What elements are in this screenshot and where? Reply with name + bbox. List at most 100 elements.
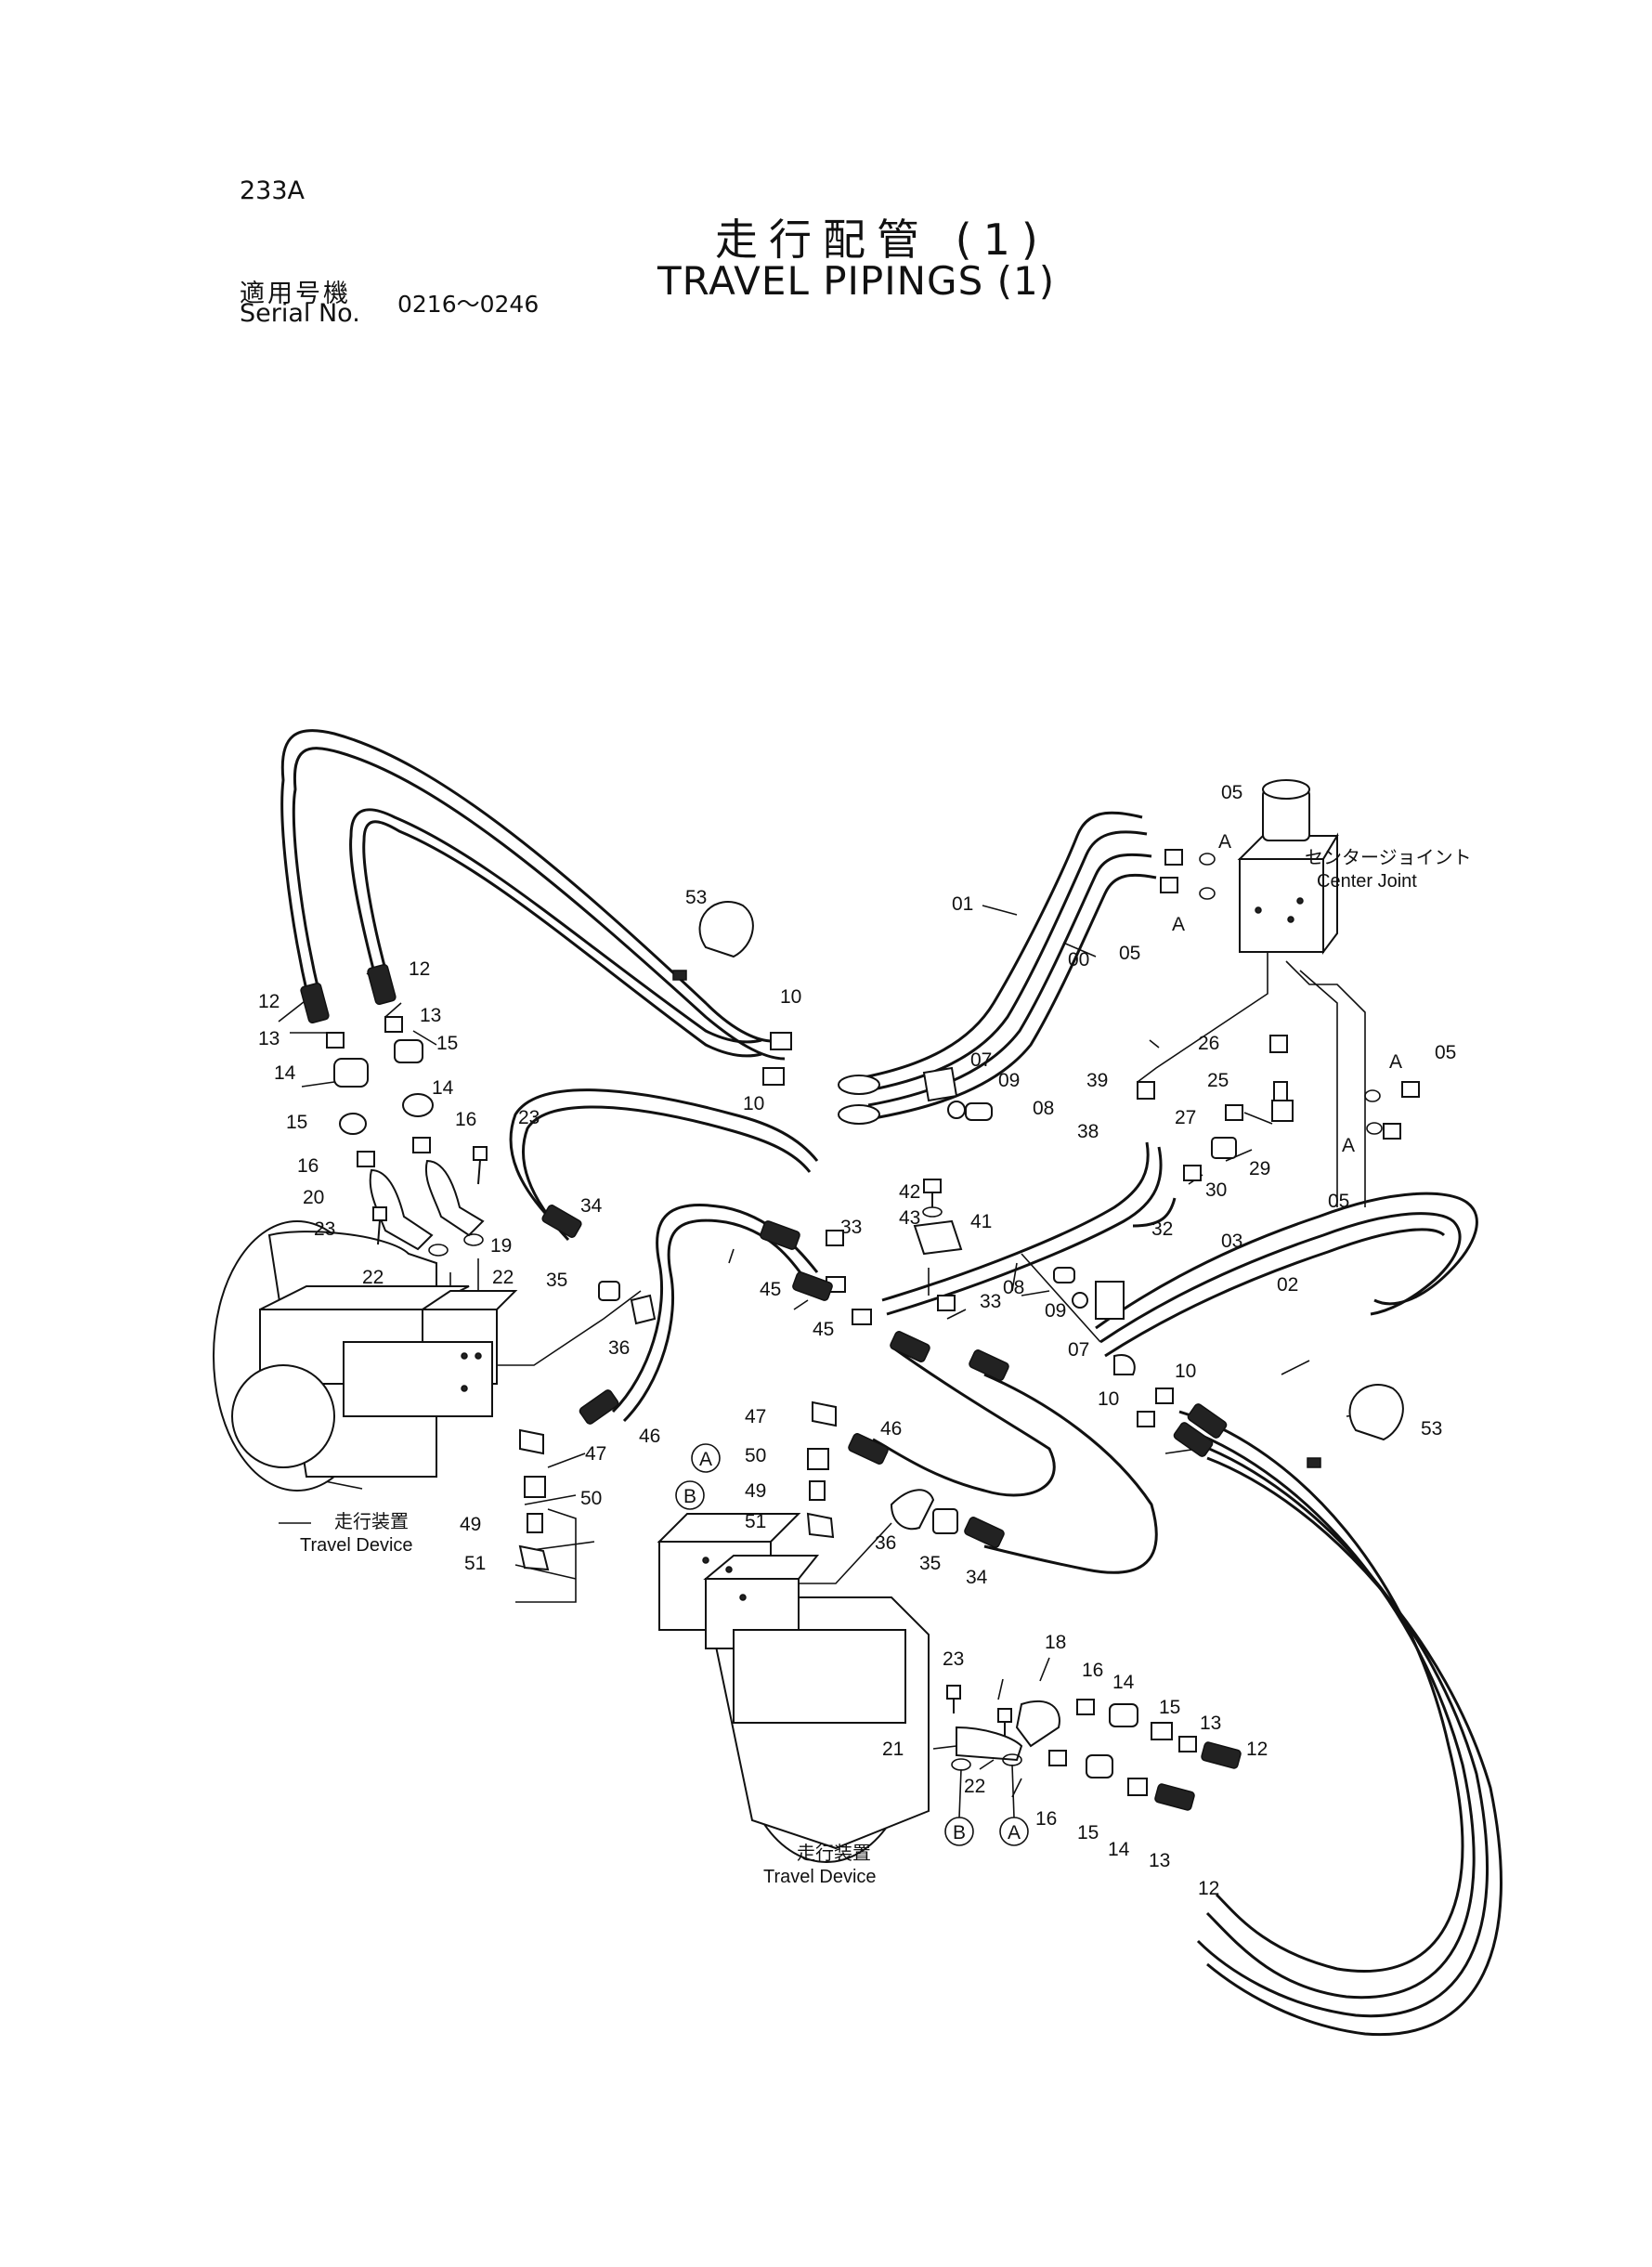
- part-label-43: 43: [899, 1207, 920, 1229]
- part-label-16: 16: [297, 1155, 319, 1177]
- marker-a: A: [1218, 831, 1231, 853]
- part-label-10: 10: [1175, 1361, 1196, 1382]
- part-label-46: 46: [880, 1418, 902, 1440]
- part-label-47: 47: [745, 1406, 766, 1427]
- part-label-12: 12: [409, 958, 430, 980]
- part-label-15: 15: [1077, 1822, 1099, 1844]
- part-label-27: 27: [1175, 1107, 1196, 1128]
- captions: センタージョイント Center Joint 走行装置 Travel Devic…: [300, 847, 1472, 1887]
- part-label-10: 10: [743, 1093, 764, 1114]
- part-label-45: 45: [760, 1279, 781, 1300]
- part-label-13: 13: [420, 1005, 441, 1026]
- center-joint-label-jp: センタージョイント: [1305, 847, 1472, 868]
- part-label-33: 33: [840, 1217, 862, 1238]
- part-label-23: 23: [518, 1107, 540, 1128]
- part-label-36: 36: [875, 1532, 896, 1554]
- page-number: 233A: [240, 176, 306, 205]
- part-label-14: 14: [1112, 1672, 1135, 1693]
- part-label-51: 51: [745, 1511, 766, 1532]
- center-joint-label-en: Center Joint: [1317, 871, 1417, 892]
- part-label-13: 13: [1149, 1850, 1170, 1871]
- part-label-53: 53: [685, 887, 707, 908]
- part-label-13: 13: [1200, 1713, 1221, 1734]
- part-label-01: 01: [952, 893, 973, 915]
- part-label-23: 23: [314, 1218, 335, 1240]
- part-label-12: 12: [1198, 1878, 1219, 1899]
- part-label-29: 29: [1249, 1158, 1270, 1179]
- part-label-46: 46: [639, 1426, 660, 1447]
- part-label-14: 14: [432, 1077, 454, 1099]
- part-label-16: 16: [1035, 1808, 1057, 1830]
- part-label-39: 39: [1086, 1070, 1108, 1091]
- part-label-12: 12: [1246, 1739, 1268, 1760]
- part-label-35: 35: [919, 1553, 941, 1574]
- part-label-34: 34: [966, 1567, 988, 1588]
- travel-device-right: [657, 1513, 930, 1863]
- part-label-15: 15: [436, 1033, 458, 1054]
- center-joint: [1237, 779, 1339, 955]
- part-labels: 05 05 05 05 01 00 03 02 53 53 12 12 12 1…: [258, 782, 1456, 1899]
- part-label-05: 05: [1221, 782, 1242, 803]
- part-label-30: 30: [1205, 1179, 1227, 1201]
- part-label-25: 25: [1207, 1070, 1229, 1091]
- part-label-15: 15: [1159, 1697, 1180, 1718]
- part-label-05: 05: [1435, 1042, 1456, 1063]
- part-label-05: 05: [1328, 1191, 1349, 1212]
- part-label-14: 14: [1108, 1839, 1130, 1860]
- travel-device-right-label-en: Travel Device: [763, 1867, 877, 1887]
- part-label-38: 38: [1077, 1121, 1099, 1142]
- part-label-23: 23: [943, 1648, 964, 1670]
- circle-markers: A B B A A A A A: [675, 831, 1402, 1846]
- part-label-42: 42: [899, 1181, 920, 1203]
- part-label-49: 49: [460, 1514, 481, 1535]
- part-label-51: 51: [464, 1553, 486, 1574]
- part-label-49: 49: [745, 1480, 766, 1502]
- travel-device-left-label-jp: 走行装置: [334, 1511, 409, 1532]
- part-label-09: 09: [998, 1070, 1020, 1091]
- travel-device-left: [213, 1220, 518, 1492]
- part-label-03: 03: [1221, 1231, 1242, 1252]
- part-label-15: 15: [286, 1112, 307, 1133]
- part-label-33: 33: [980, 1291, 1001, 1312]
- marker-b: B: [683, 1486, 696, 1507]
- part-label-35: 35: [546, 1270, 567, 1291]
- part-label-08: 08: [1003, 1277, 1024, 1298]
- part-label-47: 47: [585, 1443, 606, 1465]
- marker-a: A: [1342, 1135, 1355, 1156]
- part-label-50: 50: [745, 1445, 766, 1466]
- part-label-36: 36: [608, 1337, 630, 1359]
- marker-a: A: [1008, 1822, 1021, 1844]
- part-label-08: 08: [1033, 1098, 1054, 1119]
- part-label-00: 00: [1068, 949, 1089, 971]
- part-label-21: 21: [882, 1739, 904, 1760]
- part-label-16: 16: [455, 1109, 476, 1130]
- part-label-45: 45: [813, 1319, 834, 1340]
- title-english: TRAVEL PIPINGS (1): [657, 258, 1056, 304]
- serial-label-japanese: 適用号機: [240, 280, 351, 308]
- part-label-07: 07: [970, 1049, 992, 1071]
- part-label-26: 26: [1198, 1033, 1219, 1054]
- part-label-19: 19: [490, 1235, 512, 1257]
- marker-a: A: [1389, 1051, 1402, 1073]
- part-label-32: 32: [1151, 1218, 1173, 1240]
- part-label-53: 53: [1421, 1418, 1442, 1440]
- part-label-10: 10: [1098, 1388, 1119, 1410]
- marker-a: A: [1172, 914, 1185, 935]
- part-label-20: 20: [303, 1187, 324, 1208]
- marker-b: B: [953, 1822, 966, 1844]
- serial-range: 0216～0246: [397, 291, 540, 318]
- travel-device-left-label-en: Travel Device: [300, 1535, 413, 1556]
- part-label-16: 16: [1082, 1660, 1103, 1681]
- part-label-13: 13: [258, 1028, 280, 1049]
- part-label-34: 34: [580, 1195, 603, 1217]
- part-label-12: 12: [258, 991, 280, 1012]
- part-label-05: 05: [1119, 943, 1140, 964]
- marker-a: A: [699, 1449, 712, 1470]
- part-label-07: 07: [1068, 1339, 1089, 1361]
- part-label-18: 18: [1045, 1632, 1066, 1653]
- serial-label-english: Serial No.: [240, 299, 360, 328]
- part-label-09: 09: [1045, 1300, 1066, 1322]
- part-label-22: 22: [492, 1267, 514, 1288]
- title-japanese: 走行配管 (1): [715, 215, 1049, 265]
